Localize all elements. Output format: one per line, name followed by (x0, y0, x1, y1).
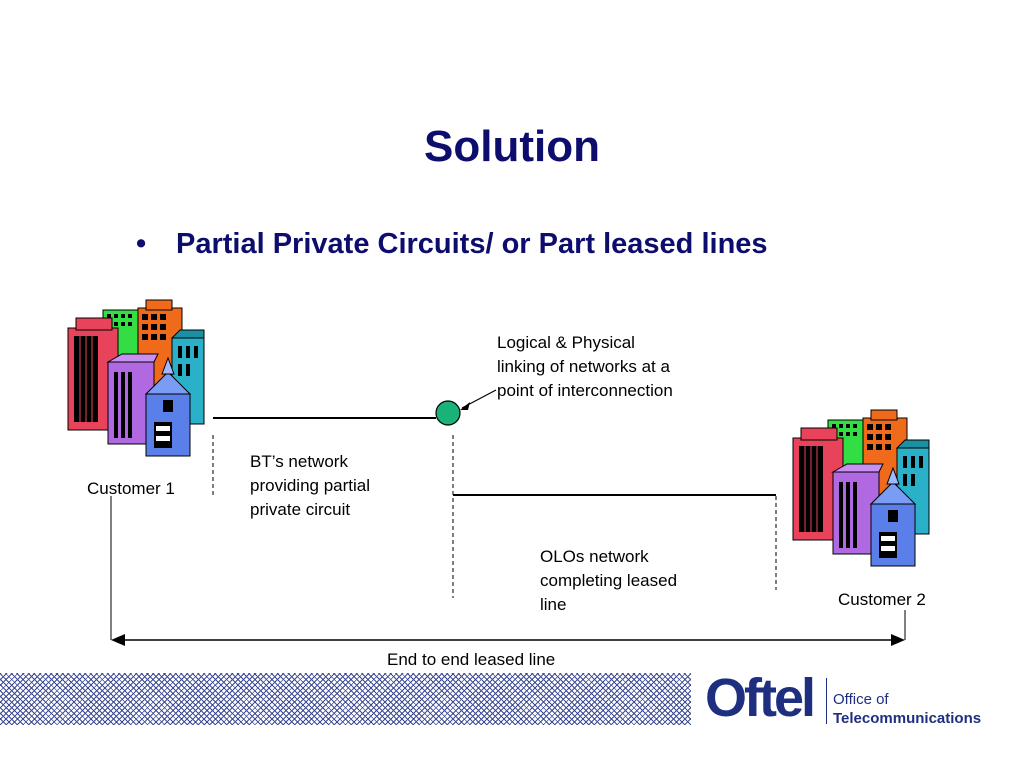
customer2-building-icon (792, 409, 930, 567)
olo-network-label: OLOs network completing leased line (540, 545, 677, 617)
bt-network-label-line: BT’s network (250, 452, 348, 471)
customer2-label: Customer 2 (838, 590, 926, 609)
bullet-item: • Partial Private Circuits/ or Part lease… (136, 228, 768, 261)
end-to-end-left-arrowhead (111, 634, 125, 646)
oftel-logo: Oftel Office of Telecommunications (705, 668, 1005, 730)
interconnect-label: Logical & Physical linking of networks a… (497, 331, 673, 403)
interconnection-point (435, 400, 461, 426)
bullet-text: Partial Private Circuits/ or Part leased… (176, 228, 768, 260)
olo-network-label-line: OLOs network (540, 547, 649, 566)
slide-title: Solution (424, 122, 600, 171)
end-to-end-label: End to end leased line (387, 650, 556, 669)
logo-line-office: Office of (833, 691, 889, 708)
bt-network-label: BT’s network providing partial private c… (250, 450, 370, 522)
olo-network-label-line: completing leased (540, 571, 678, 590)
interconnect-label-line: Logical & Physical (497, 333, 635, 352)
logo-divider (826, 678, 827, 724)
customer1-label: Customer 1 (87, 479, 175, 498)
logo-wordmark: Oftel (705, 668, 816, 728)
interconnect-label-line: linking of networks at a (497, 357, 670, 376)
bt-network-label-line: private circuit (250, 500, 351, 519)
end-to-end-right-arrowhead (891, 634, 905, 646)
bullet-symbol: • (136, 228, 147, 260)
footer-pattern-band (0, 673, 691, 725)
olo-network-label-line: line (540, 595, 567, 614)
customer1-building-icon (67, 299, 205, 457)
logo-line-telecom: Telecommunications (833, 710, 982, 727)
interconnect-label-line: point of interconnection (497, 381, 673, 400)
bt-network-label-line: providing partial (250, 476, 371, 495)
interconnect-arrowhead (460, 402, 470, 410)
